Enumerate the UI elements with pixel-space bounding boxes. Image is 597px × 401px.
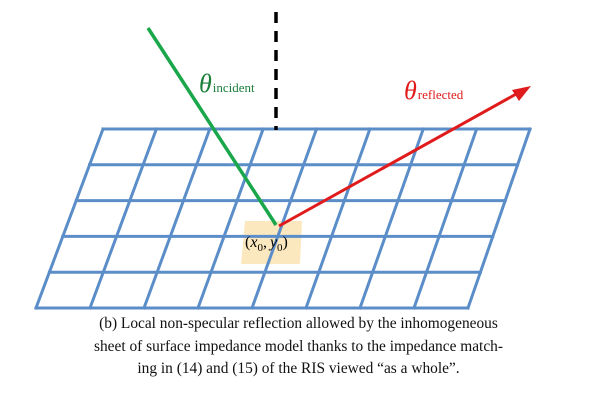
ris-reflection-diagram: θincident θreflected (x0,y0) (34, 12, 532, 310)
reflected-ray (278, 91, 519, 228)
grid-column-line (142, 127, 212, 310)
figure-caption: (b) Local non-specular reflection allowe… (18, 313, 579, 381)
reference-cell (241, 221, 302, 264)
grid-column-line (466, 127, 532, 310)
caption-line-2: sheet of surface impedance model thanks … (94, 337, 503, 355)
reflected-ray-arrowhead (512, 86, 531, 101)
caption-line-1: (b) Local non-specular reflection allowe… (99, 315, 498, 332)
grid-column-line (304, 127, 372, 310)
reflected-angle-label: θreflected (404, 76, 464, 105)
grid-column-line (250, 127, 319, 310)
grid-column-line (196, 127, 266, 310)
incident-ray (146, 27, 278, 226)
grid-column-line (34, 127, 105, 310)
caption-line-3: ing in (14) and (15) of the RIS viewed “… (137, 360, 460, 377)
impedance-sheet-grid (34, 127, 532, 310)
grid-column-line (412, 127, 479, 310)
grid-column-line (88, 127, 159, 310)
grid-column-line (358, 127, 426, 310)
incident-angle-label: θincident (199, 69, 255, 98)
reference-point-label: (x0,y0) (245, 234, 288, 254)
